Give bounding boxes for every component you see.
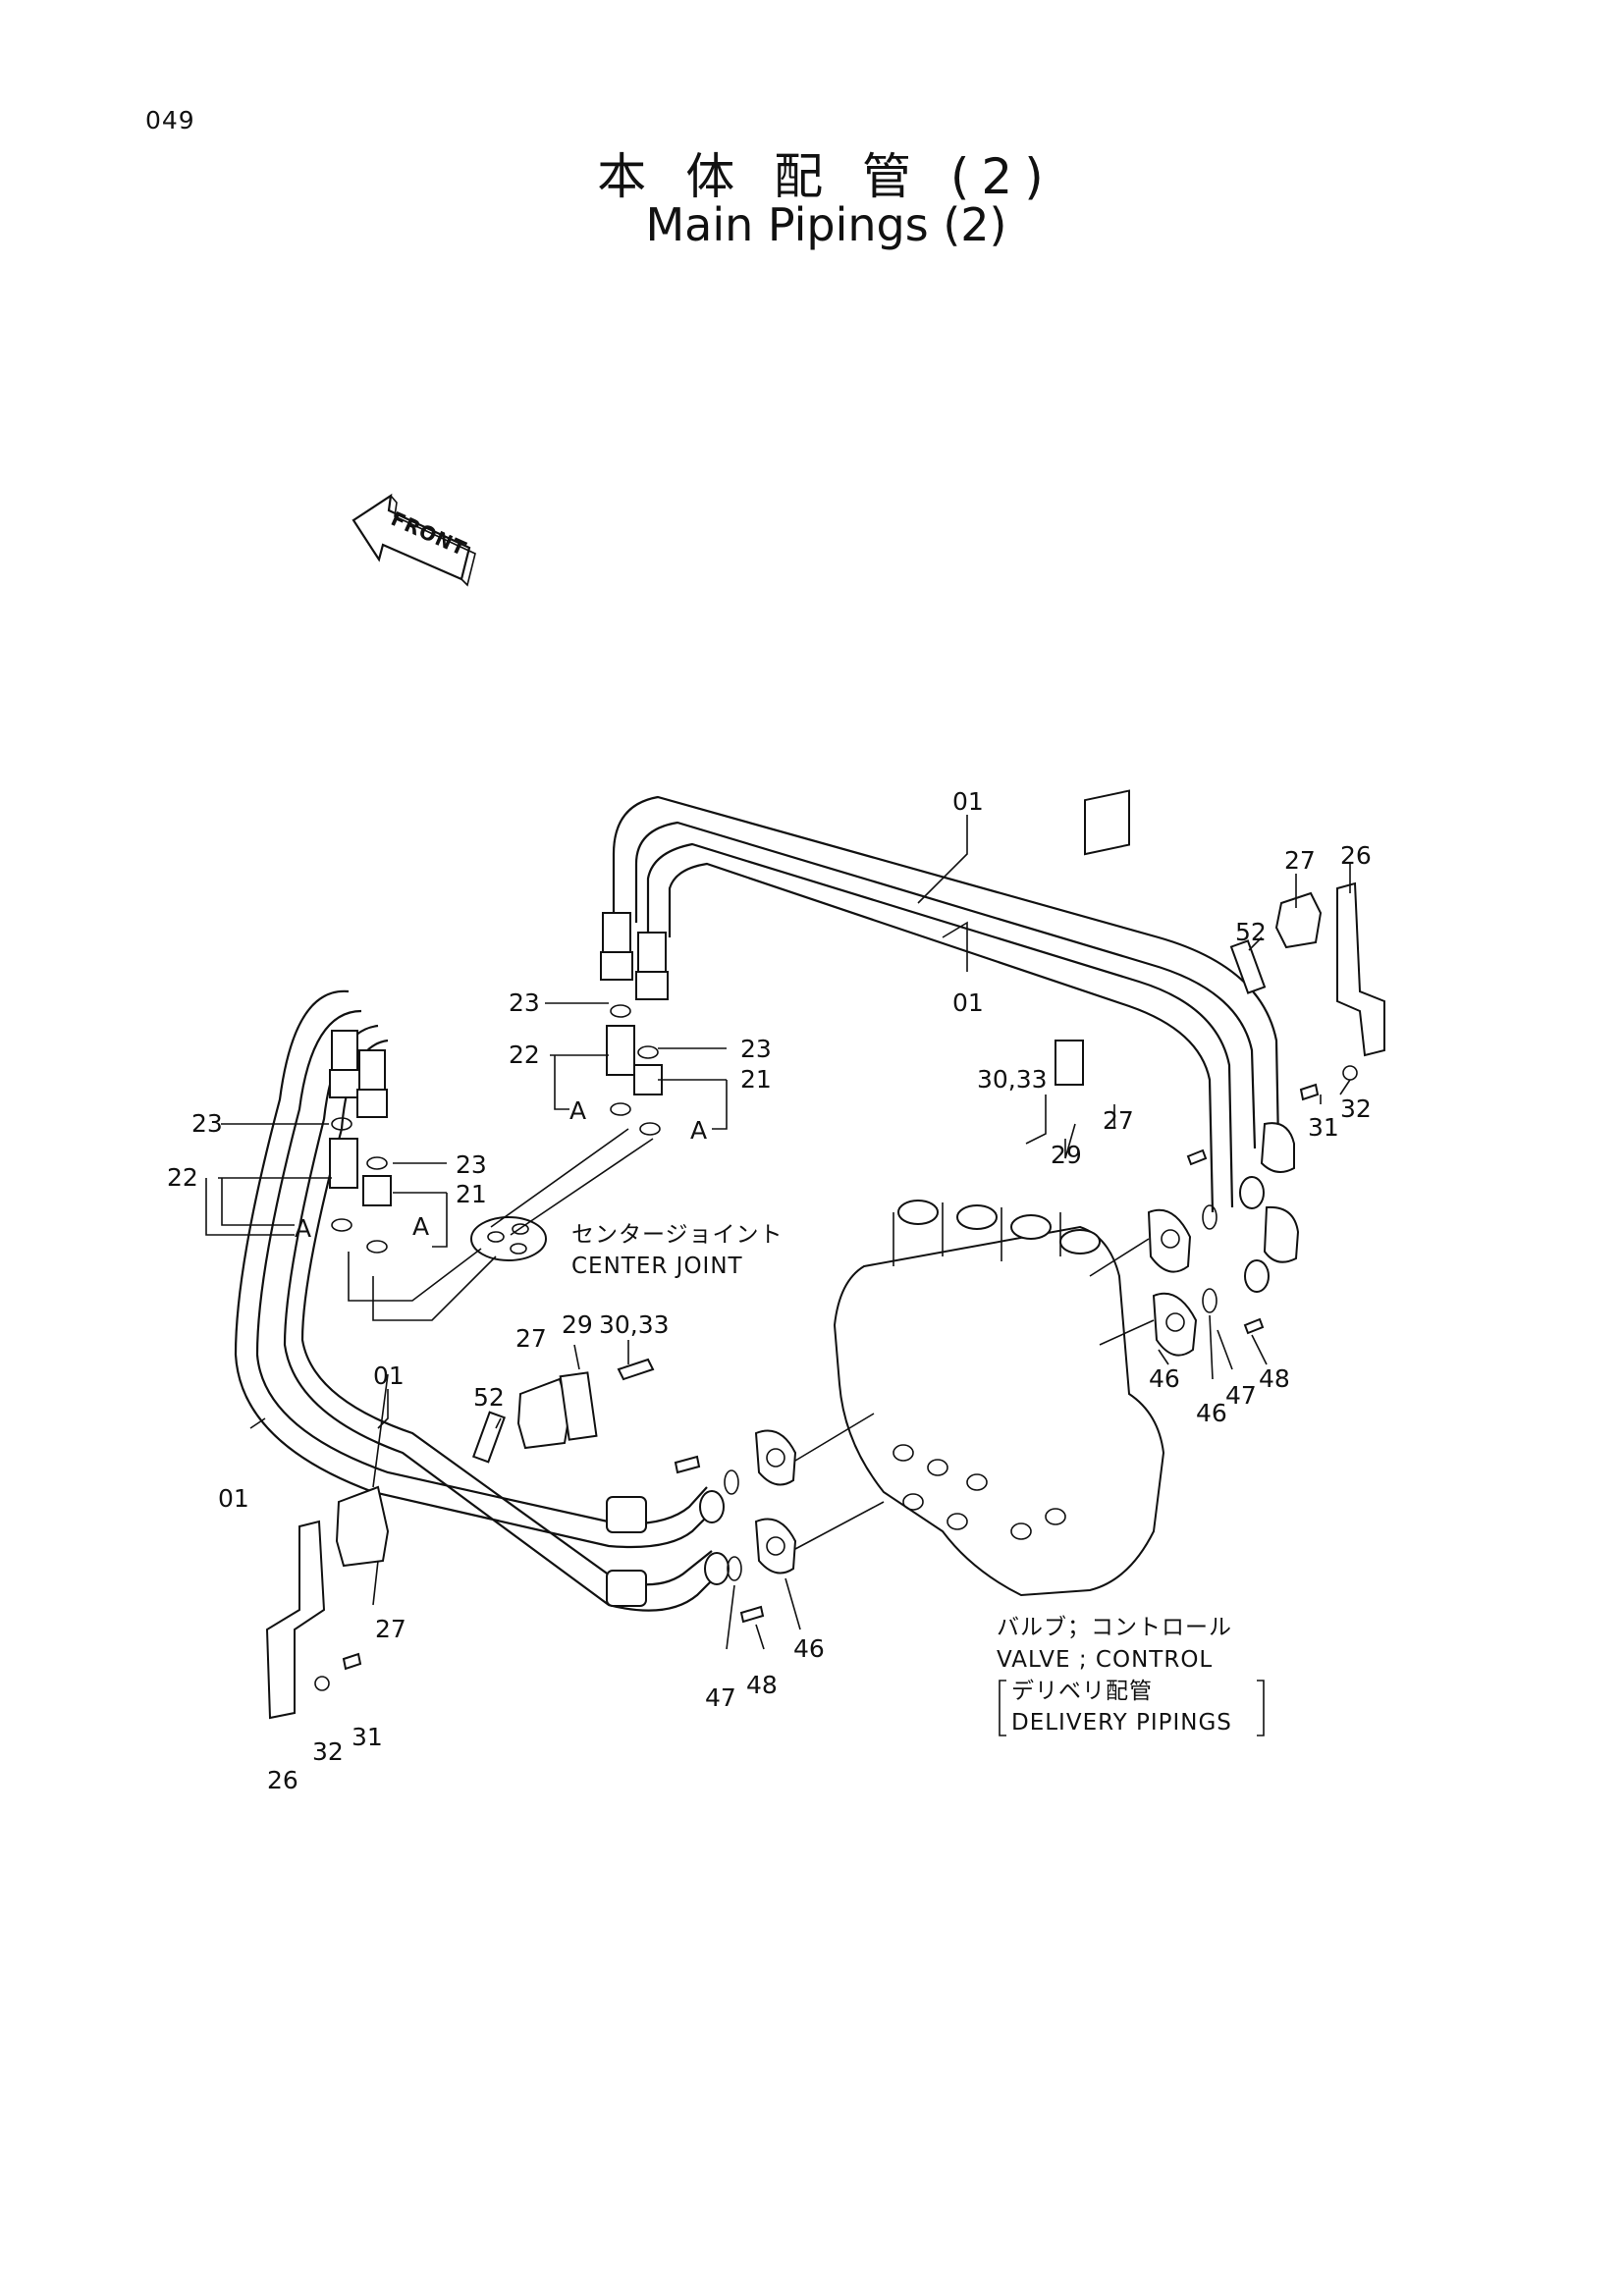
delivery-label-en: DELIVERY PIPINGS [1011,1710,1232,1735]
callout-27: 27 [515,1324,547,1353]
callout-23: 23 [456,1150,487,1179]
callout-26: 26 [267,1766,298,1794]
callout-a: A [569,1096,586,1125]
callout-22: 22 [167,1163,198,1192]
callout-a: A [295,1214,311,1243]
left-hose-pair [234,989,730,1612]
control-valve-body [833,1200,1165,1597]
callout-01: 01 [952,988,984,1017]
page-number: 049 [145,106,195,134]
valve-label-en: VALVE ; CONTROL [997,1647,1213,1673]
callout-32: 32 [312,1737,344,1766]
callout-a: A [690,1116,707,1145]
page-title-english: Main Pipings (2) [645,198,1007,251]
left-fittings [329,1117,392,1254]
callout-21: 21 [740,1065,772,1094]
callout-31: 31 [1308,1113,1339,1142]
callout-47: 47 [705,1683,736,1712]
callout-27: 27 [375,1615,406,1643]
callout-31: 31 [352,1723,383,1751]
callout-52: 52 [1235,918,1267,946]
front-arrow-icon: FRONT [352,493,476,587]
component-labels: センタージョイント CENTER JOINT バルブ；コントロール VALVE … [571,1222,1265,1736]
page-title-japanese: 本 体 配 管 (2) [597,148,1055,205]
upper-fittings [606,1004,663,1136]
callout-46: 46 [1196,1399,1227,1427]
callout-labels: 01 01 01 01 27 26 52 30,33 29 27 31 32 2… [167,787,1372,1794]
callout-30-33: 30,33 [977,1065,1048,1094]
center-joint [348,1128,654,1321]
callout-27: 27 [1103,1106,1134,1135]
callout-29: 29 [1051,1141,1082,1169]
valve-label-jp: バルブ；コントロール [997,1615,1232,1640]
delivery-bracket-left [999,1680,1006,1736]
callout-a: A [412,1212,429,1241]
callout-01: 01 [373,1362,405,1390]
callout-29: 29 [562,1310,593,1339]
upper-hose-pair [600,795,1300,1293]
callout-01: 01 [218,1484,249,1513]
delivery-label-jp: デリベリ配管 [1011,1679,1153,1704]
callout-48: 48 [1259,1364,1290,1393]
callout-27: 27 [1284,846,1316,875]
callout-23: 23 [740,1035,772,1063]
callout-21: 21 [456,1180,487,1208]
callout-46: 46 [1149,1364,1180,1393]
callout-26: 26 [1340,841,1372,870]
callout-23: 23 [191,1109,223,1138]
flange-parts [674,1148,1265,1624]
callout-01: 01 [952,787,984,816]
callout-46: 46 [793,1634,825,1663]
clamp-parts [265,789,1385,1720]
callout-30-33: 30,33 [599,1310,670,1339]
callout-48: 48 [746,1671,778,1699]
delivery-bracket-right [1257,1680,1265,1736]
callout-23: 23 [509,988,540,1017]
callout-52: 52 [473,1383,505,1412]
leader-lines [205,815,1351,1650]
center-joint-label-en: CENTER JOINT [571,1254,743,1279]
center-joint-label-jp: センタージョイント [571,1222,784,1248]
callout-22: 22 [509,1041,540,1069]
callout-32: 32 [1340,1095,1372,1123]
callout-47: 47 [1225,1381,1257,1410]
